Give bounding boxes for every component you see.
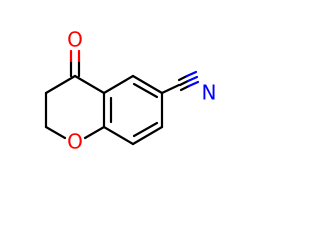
bond-c6-cn [160, 83, 181, 95]
bond-c4a-c4 [73, 74, 106, 95]
bond-c7-c8-inner [132, 121, 159, 138]
bond-c7-c8 [131, 125, 164, 146]
bond-cn-triple-2 [178, 79, 190, 87]
molecule-canvas: O O N [44, 27, 217, 154]
bond-cn-triple-2-blue [186, 75, 199, 83]
bond-c2-o1 [44, 125, 67, 140]
bond-cn-triple-1 [177, 74, 189, 82]
bond-cn-triple-3-blue [187, 80, 200, 88]
bond-c8-c8a [102, 125, 135, 146]
bond-c5-c6 [131, 74, 164, 95]
bond-cn-triple-1-blue [185, 70, 198, 78]
ring-oxygen-label: O [67, 130, 83, 154]
bond-c5-c6-inner [132, 82, 159, 99]
nitrile-nitrogen-label: N [202, 81, 217, 105]
bond-c4-c3 [44, 74, 77, 95]
bond-o1-c8a [83, 125, 106, 140]
chromanone-carbonitrile-structure: O O N [44, 28, 217, 154]
ketone-oxygen-label: O [67, 28, 83, 52]
bond-cn-triple-3 [179, 84, 191, 92]
bond-c4a-c5 [102, 74, 135, 95]
